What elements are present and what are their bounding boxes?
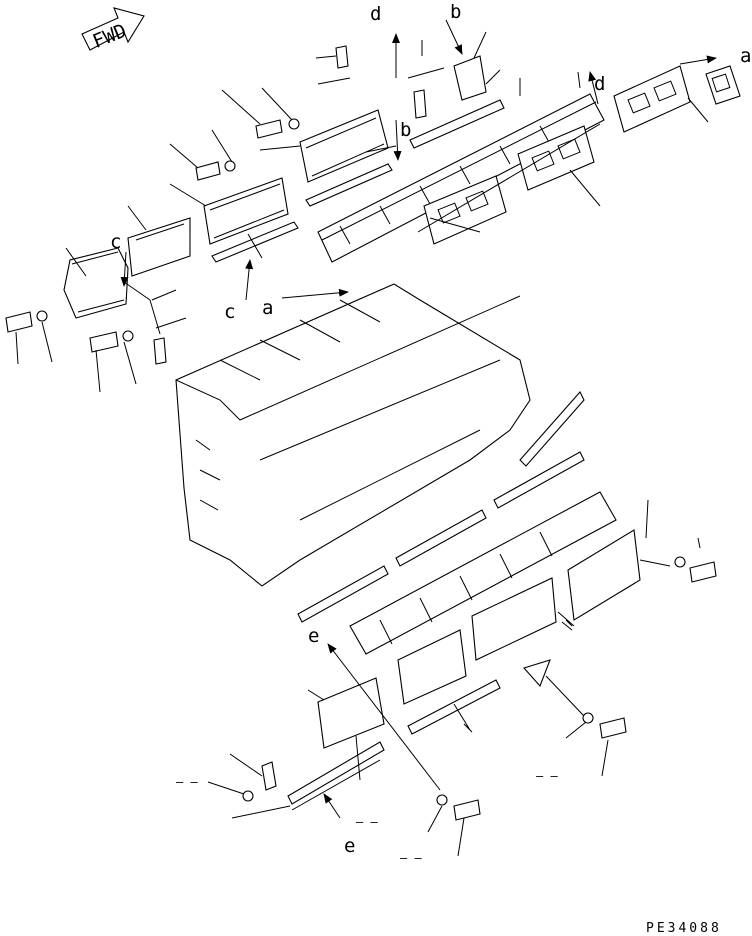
dash-label-3: – – <box>400 851 422 865</box>
intake-port-cover-3-part <box>613 65 691 133</box>
callout-c-mid: c <box>224 301 235 323</box>
callout-b-mid: b <box>400 119 411 141</box>
callout-e-bottom: e <box>344 835 355 857</box>
heat-shield-4-part <box>317 677 385 749</box>
gasket-strip-lower-2-part <box>493 451 585 509</box>
dash-label-2: – – <box>356 815 378 829</box>
gasket-strip-2-part <box>305 163 393 207</box>
dash-label-1: – – <box>176 775 198 789</box>
rocker-strip-part <box>409 99 505 149</box>
fwd-arrow-icon: FWD <box>81 7 145 53</box>
lower-strip-1-part <box>407 679 501 735</box>
callout-c-left: c <box>110 231 121 253</box>
small-bracket-part <box>523 659 551 688</box>
side-cover-2-part <box>203 177 289 245</box>
callout-d-right: d <box>594 73 605 95</box>
callout-arrows <box>120 19 717 819</box>
intake-port-cover-1-part <box>423 175 507 245</box>
engine-block-part <box>175 283 531 587</box>
gasket-strip-1-part <box>211 221 299 263</box>
callout-a-right: a <box>740 45 751 67</box>
dash-label-4: – – <box>536 769 558 783</box>
callout-d-top: d <box>370 3 381 25</box>
camshaft-assembly-part <box>317 93 605 263</box>
leader-lines <box>15 31 709 857</box>
bolt-washer-group-upper <box>5 45 427 365</box>
drawing-number: PE34088 <box>646 921 722 936</box>
side-cover-1-part <box>127 217 191 277</box>
exhaust-manifold-part <box>349 491 617 655</box>
gasket-strip-lower-4-part <box>297 565 389 623</box>
heat-shield-1-part <box>567 529 641 621</box>
lower-strip-2-part <box>287 741 385 805</box>
bolt-washer-group-lower <box>242 556 717 821</box>
bracket-part <box>453 55 487 101</box>
heat-shield-2-part <box>471 577 557 661</box>
heat-shield-3-part <box>397 629 467 705</box>
gasket-strip-lower-1-part <box>519 391 585 467</box>
left-end-cover-part <box>63 247 129 319</box>
gasket-strip-lower-3-part <box>395 509 487 567</box>
callout-a-mid: a <box>262 297 273 319</box>
callout-b-top: b <box>450 1 461 23</box>
intake-port-cover-2-part <box>517 125 595 191</box>
end-plate-part <box>705 65 741 105</box>
callout-e-mid: e <box>308 625 319 647</box>
